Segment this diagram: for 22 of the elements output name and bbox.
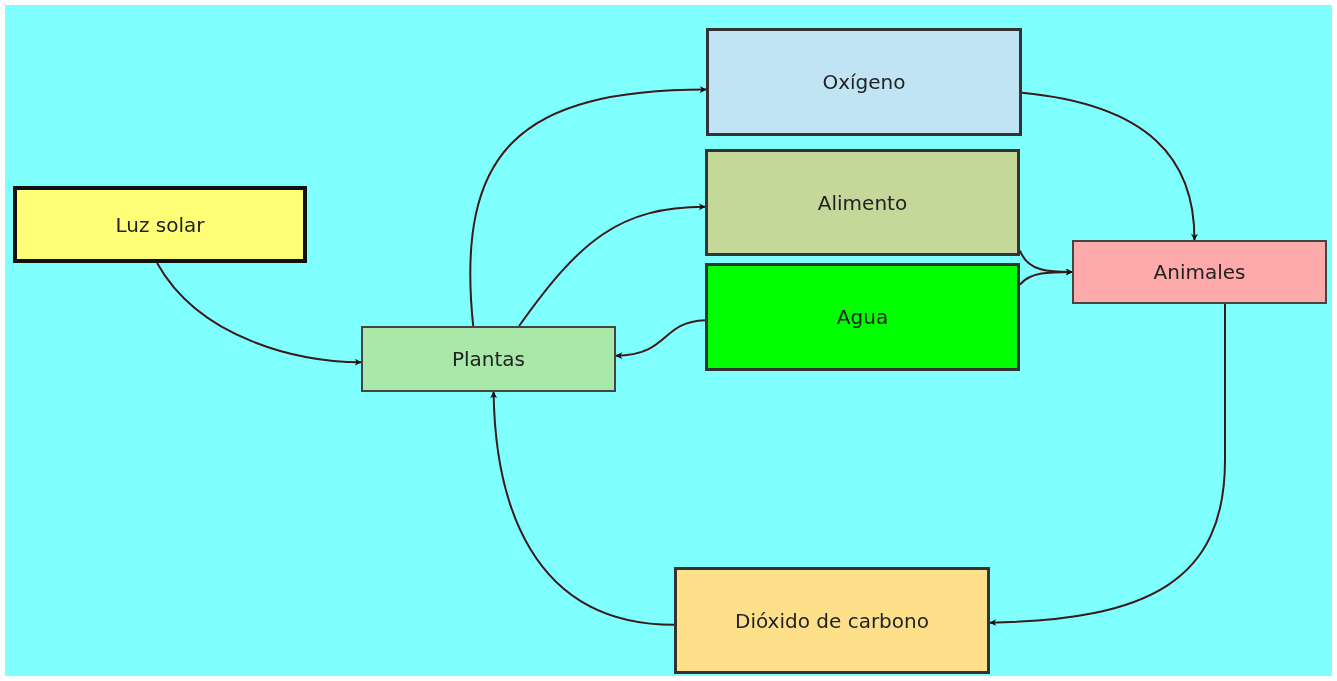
process-box [1072,240,1327,304]
process-box [705,263,1020,371]
node-label: Plantas [451,347,526,371]
node-label: Luz solar [115,212,205,237]
node-label: Dióxido de carbono [735,608,929,633]
process-box [13,186,307,263]
arrow [490,391,675,626]
arrow [469,86,707,327]
arrow [615,319,706,359]
arrow [156,262,362,366]
arrow [518,203,706,327]
arrow [989,303,1226,626]
arrow [1021,91,1198,241]
process-box [361,326,616,392]
node-label: Animales [1153,260,1246,284]
process-box [674,567,990,674]
node-label: Agua [836,305,889,329]
process-box [706,28,1022,136]
node-label: Oxígeno [822,70,906,94]
node-label: Alimento [817,190,908,215]
process-box [705,149,1020,256]
arrow [1019,268,1073,286]
